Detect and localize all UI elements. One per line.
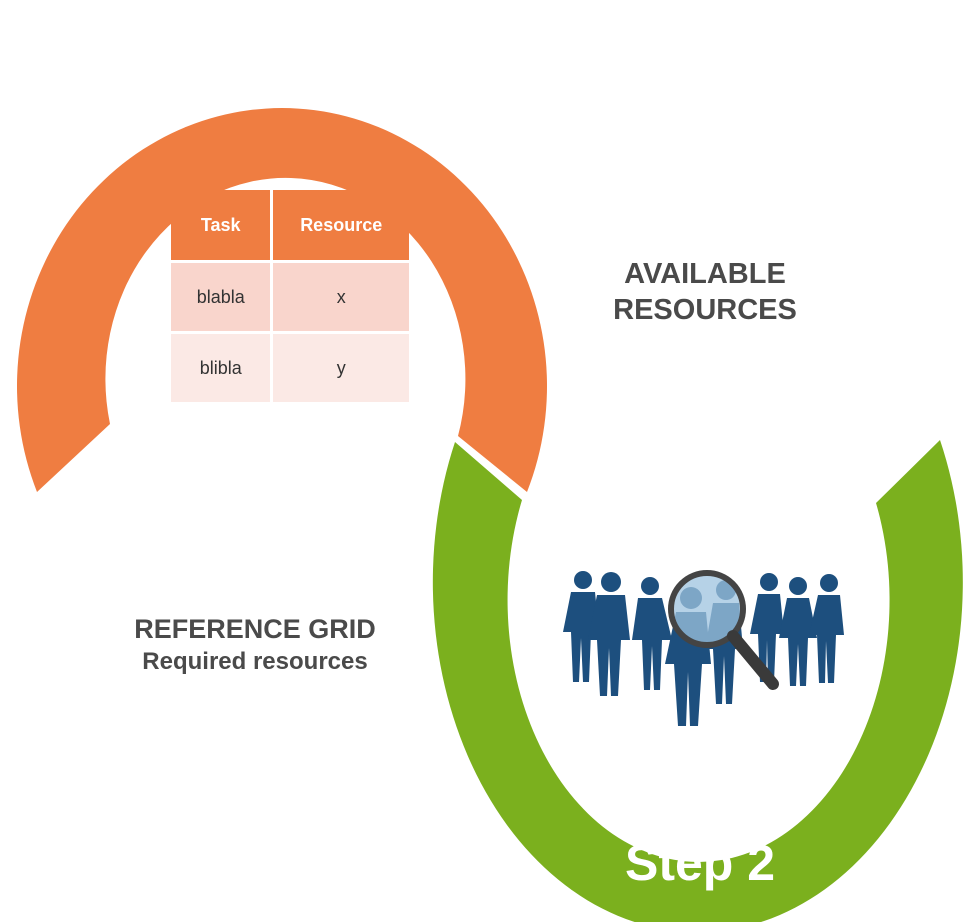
person-figure [779, 577, 817, 686]
reference-subtitle: Required resources [142, 647, 368, 675]
people-search-icon [563, 570, 844, 726]
step2-label: Step 2 [624, 835, 776, 891]
reference-title: REFERENCE GRID [134, 614, 376, 644]
table-cell-resource: y [273, 334, 409, 402]
available-line2: RESOURCES [613, 294, 797, 327]
table-header-row: Task Resource [171, 190, 409, 260]
table-cell-task: blabla [171, 263, 271, 331]
step1-label: Step 1 [209, 34, 361, 90]
task-resource-table: Task Resource blabla x blibla y [168, 187, 412, 405]
table-cell-task: blibla [171, 334, 271, 402]
table-cell-resource: x [273, 263, 409, 331]
available-line1: AVAILABLE [624, 258, 786, 290]
available-resources-label: AVAILABLE RESOURCES [590, 256, 820, 329]
magnifier-icon [668, 570, 779, 690]
person-figure [809, 574, 844, 683]
reference-grid-label: REFERENCE GRID Required resources [85, 613, 425, 677]
person-figure [563, 571, 599, 682]
table-header-task: Task [171, 190, 271, 260]
person-figure [750, 573, 784, 682]
person-figure [588, 572, 630, 696]
person-figure [632, 577, 672, 690]
table-header-resource: Resource [273, 190, 409, 260]
table-row: blabla x [171, 263, 409, 331]
table-row: blibla y [171, 334, 409, 402]
step1-ring [17, 108, 547, 493]
step2-ring [432, 440, 963, 922]
